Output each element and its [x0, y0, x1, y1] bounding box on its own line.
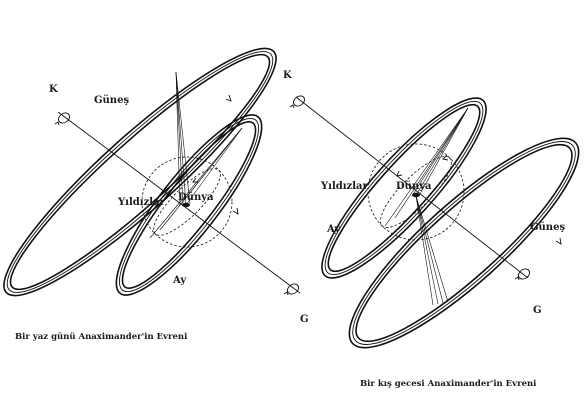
left-diagram: K G Güneş Yıldızlar Dünya Ay Bir yaz gün…: [3, 47, 309, 342]
right-sun-rays: [415, 195, 449, 306]
right-moon-ring: [321, 97, 487, 279]
left-moon-ring-arrow-icon: [232, 207, 239, 215]
left-axis: [57, 111, 301, 294]
right-north-label: K: [283, 70, 292, 81]
left-moon-label: Ay: [172, 275, 187, 286]
right-earth: [412, 192, 420, 198]
left-south-label: G: [300, 314, 309, 325]
left-south-rotation-icon: [283, 283, 300, 296]
left-star-ring: [153, 168, 221, 236]
right-south-rotation-icon: [514, 268, 531, 281]
right-moon-rays: [384, 107, 469, 227]
right-moon-label: Ay: [326, 224, 341, 235]
left-sun-ring-arrow-icon: [225, 94, 232, 102]
right-moon-ring-arrow-icon: [442, 154, 449, 161]
right-south-label: G: [533, 305, 542, 316]
left-north-rotation-icon: [54, 112, 71, 126]
right-star-ring: [380, 156, 452, 228]
left-stars-label: Yıldızlar: [117, 197, 165, 208]
right-sun-ring: [348, 137, 580, 349]
left-north-label: K: [49, 84, 58, 95]
right-caption: Bir kış gecesi Anaximander'in Evreni: [360, 379, 537, 389]
right-earth-label: Dünya: [396, 181, 432, 192]
left-sun-ring: [3, 47, 277, 297]
right-north-rotation-icon: [289, 95, 306, 109]
left-earth-label: Dünya: [178, 192, 214, 203]
right-sun-ring-arrow-icon: [555, 237, 562, 245]
right-sun-label: Güneş: [530, 222, 565, 233]
left-moon-ring: [115, 114, 263, 296]
left-sun-rays: [149, 71, 243, 239]
left-caption: Bir yaz günü Anaximander'in Evreni: [15, 331, 188, 342]
left-star-sphere: [141, 156, 233, 248]
left-star-arrow-icon: [192, 177, 198, 183]
right-stars-label: Yıldızlar: [320, 181, 368, 192]
left-sun-label: Güneş: [94, 95, 129, 106]
right-star-arrow-icon: [396, 170, 403, 177]
right-diagram: K G Güneş Yıldızlar Dünya Ay Bir kış gec…: [283, 70, 580, 389]
right-star-sphere: [367, 143, 465, 241]
left-earth: [182, 202, 190, 208]
